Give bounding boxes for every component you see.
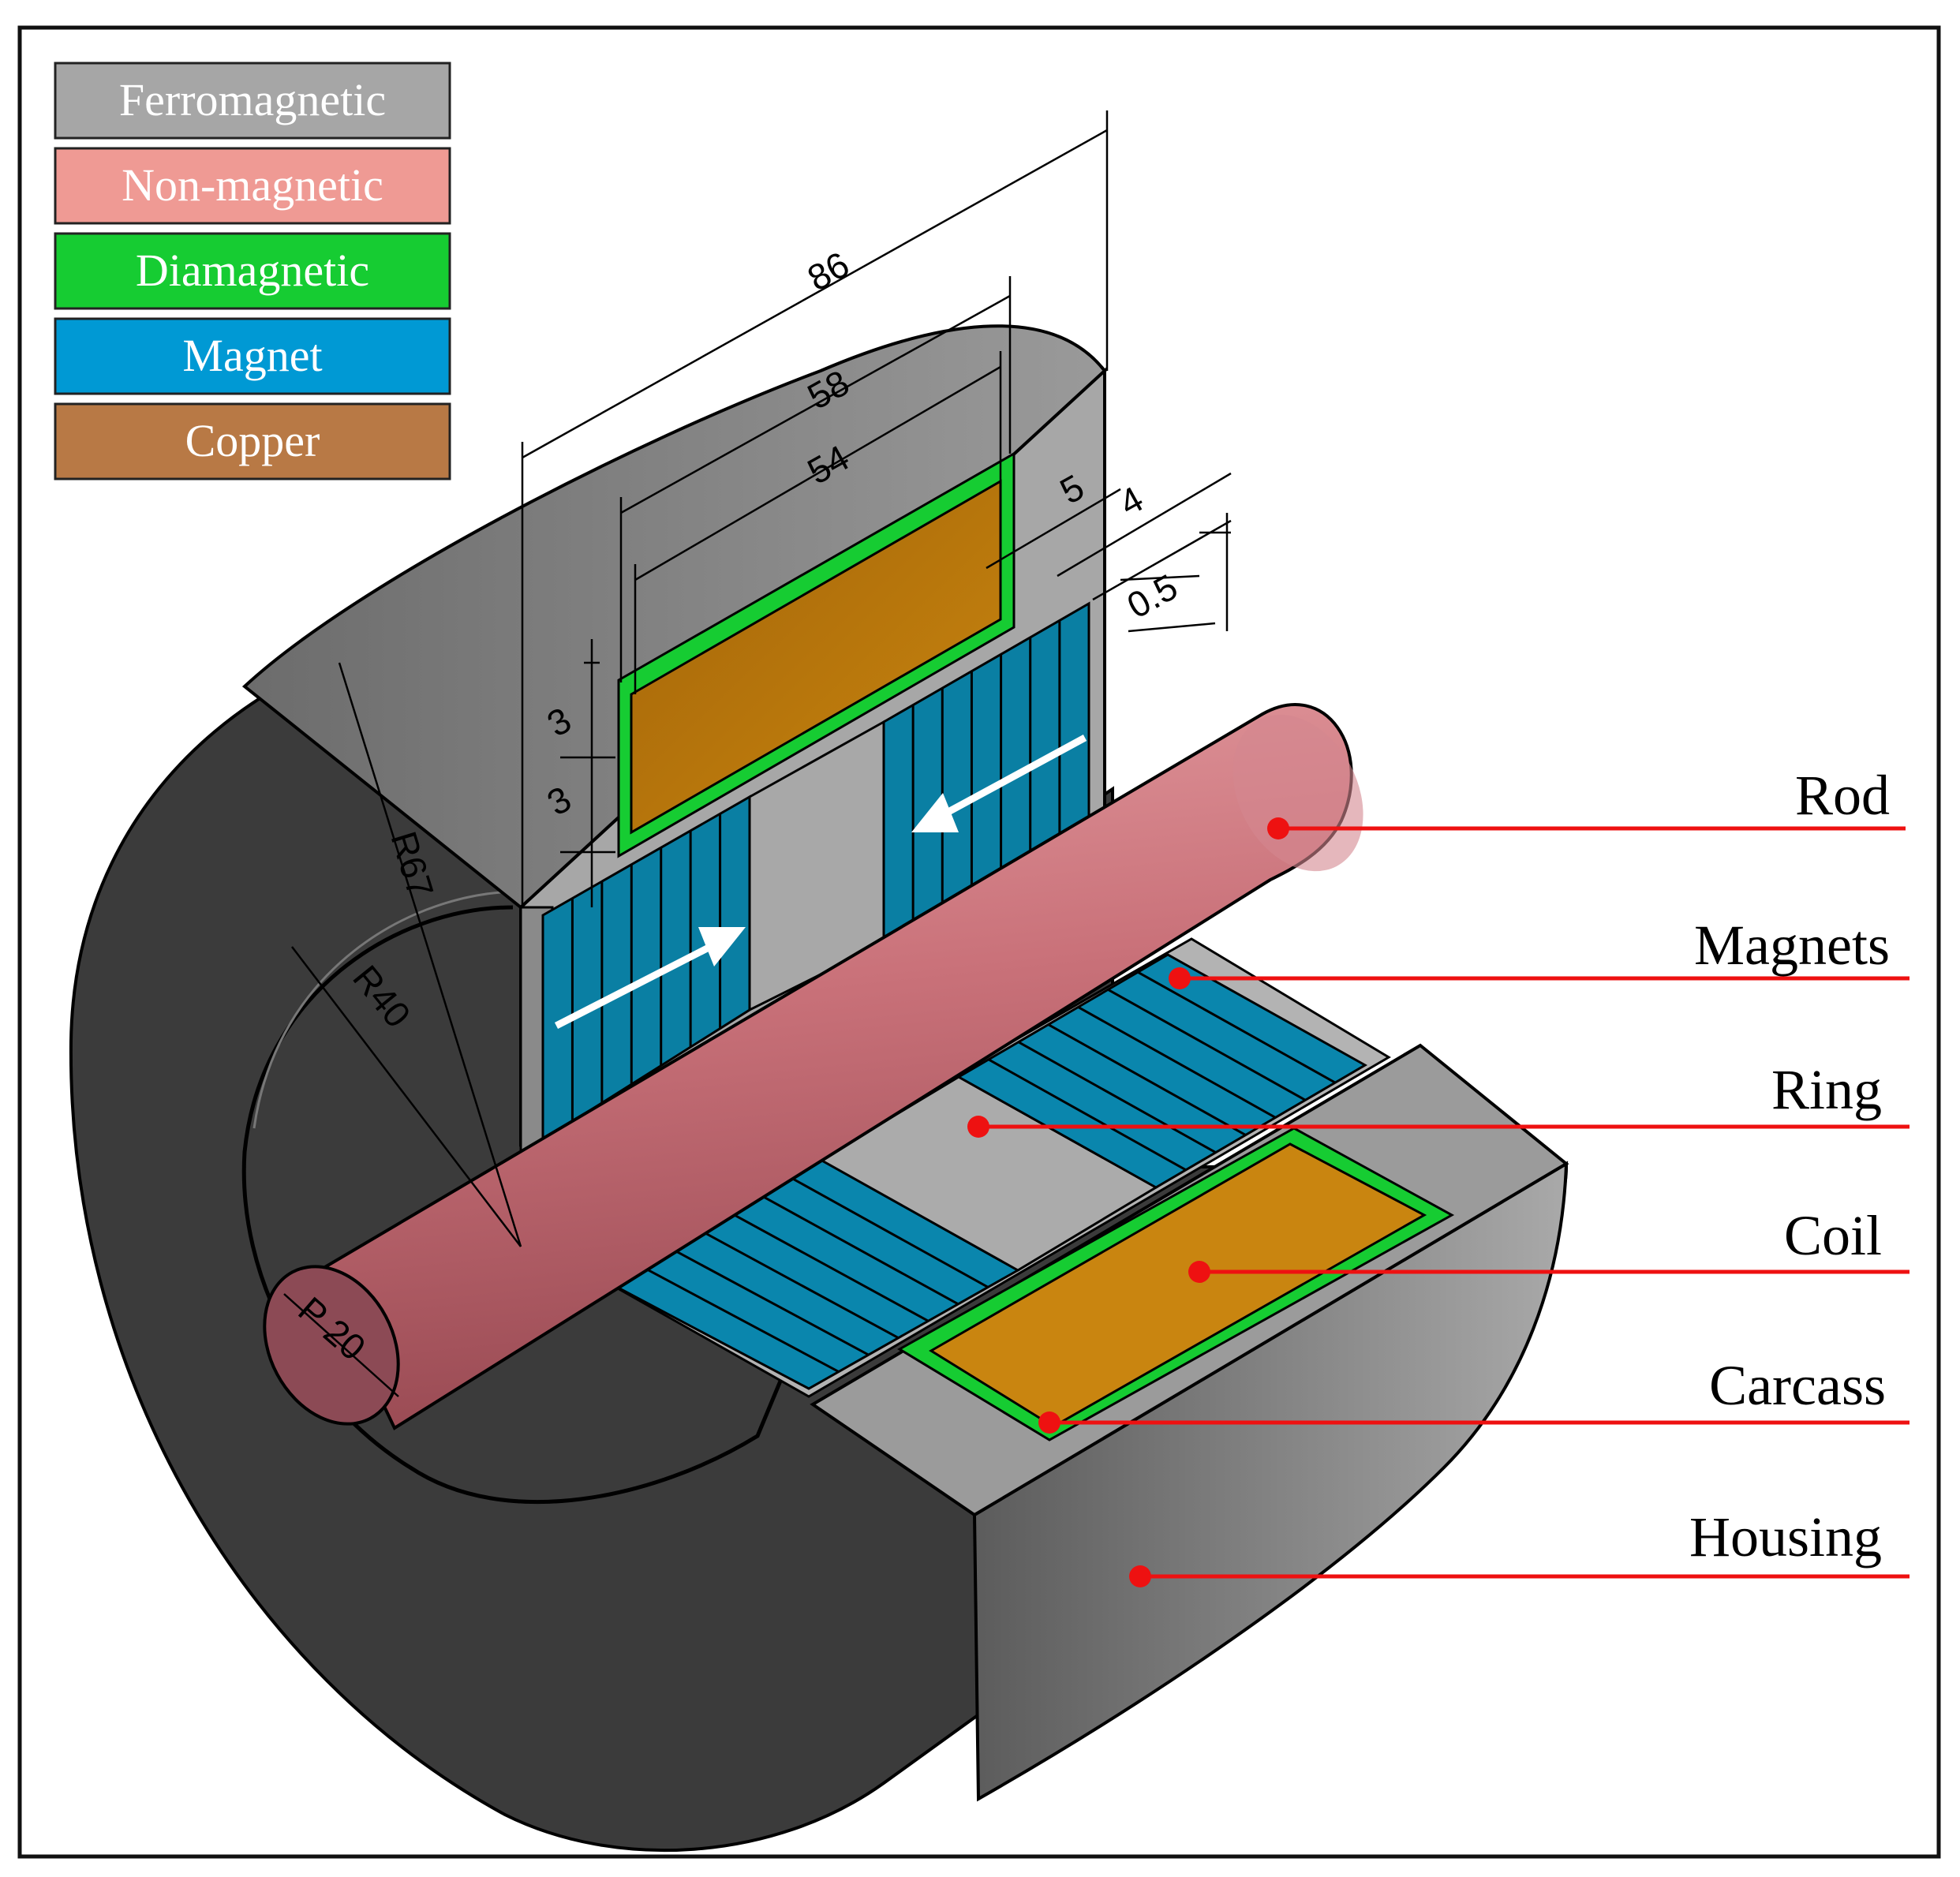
callout-magnets: Magnets bbox=[1169, 914, 1910, 989]
callout-coil: Coil bbox=[1188, 1204, 1910, 1283]
magnet-divider bbox=[1137, 970, 1336, 1084]
dimension-lines bbox=[283, 110, 1232, 1397]
magnet-divider bbox=[637, 1263, 840, 1373]
callout-dot-magnets bbox=[1169, 967, 1191, 989]
dim-4: 4 bbox=[1113, 478, 1150, 524]
housing-top-face bbox=[241, 324, 1107, 910]
housing-bore-edge-2 bbox=[252, 890, 522, 1129]
magnet-divider bbox=[728, 1211, 930, 1322]
callout-label-rod: Rod bbox=[1795, 764, 1890, 827]
callout-dot-rod bbox=[1267, 817, 1289, 839]
figure-frame bbox=[17, 25, 1941, 1859]
legend-swatch-magnet bbox=[54, 317, 451, 395]
legend-non-magnetic: Non-magnetic bbox=[54, 147, 451, 225]
magnet-divider bbox=[1107, 988, 1307, 1101]
legend-label-diamagnetic: Diamagnetic bbox=[136, 245, 369, 296]
dim-0-5: 0.5 bbox=[1120, 566, 1184, 626]
legend-swatch-diamagnetic bbox=[54, 232, 451, 310]
coil-upper bbox=[630, 479, 1002, 835]
callout-label-ring: Ring bbox=[1771, 1058, 1882, 1121]
callout-dot-carcass bbox=[1038, 1411, 1060, 1434]
rod-far-end bbox=[1232, 714, 1363, 872]
callout-label-magnets: Magnets bbox=[1694, 914, 1890, 977]
magnet-lower-dividers bbox=[637, 970, 1336, 1373]
legend-label-ferromagnetic: Ferromagnetic bbox=[119, 74, 386, 125]
magnet-divider bbox=[1077, 1006, 1277, 1119]
callout-carcass: Carcass bbox=[1038, 1354, 1910, 1434]
legend-label-copper: Copper bbox=[185, 415, 320, 466]
housing-outer-face bbox=[972, 1161, 1569, 1802]
magnet-divider bbox=[988, 1058, 1187, 1172]
magnets-lower-right bbox=[956, 953, 1368, 1189]
callouts: Rod Magnets Ring Coil Carcass Housing bbox=[967, 764, 1910, 1587]
callout-ring: Ring bbox=[967, 1058, 1910, 1138]
coil-lower bbox=[929, 1142, 1427, 1428]
legend-copper: Copper bbox=[54, 402, 451, 480]
dim-86: 86 bbox=[801, 243, 856, 298]
legend-swatch-ferromagnetic bbox=[54, 62, 451, 140]
callout-dot-housing bbox=[1129, 1565, 1151, 1587]
lower-section bbox=[597, 937, 1455, 1441]
magnet-upper-dividers bbox=[570, 620, 1061, 1122]
callout-label-coil: Coil bbox=[1784, 1204, 1882, 1267]
legend-ferromagnetic: Ferromagnetic bbox=[54, 62, 451, 140]
legend-diamagnetic: Diamagnetic bbox=[54, 232, 451, 310]
upper-section bbox=[541, 451, 1090, 1142]
callout-label-carcass: Carcass bbox=[1709, 1354, 1886, 1417]
flux-arrow-left bbox=[911, 735, 1087, 832]
legend-label-magnet: Magnet bbox=[182, 330, 322, 381]
callout-label-housing: Housing bbox=[1689, 1505, 1882, 1569]
callout-dot-ring bbox=[967, 1116, 989, 1138]
magnet-divider bbox=[668, 1246, 870, 1356]
callout-rod: Rod bbox=[1267, 764, 1906, 839]
legend-swatch-copper bbox=[54, 402, 451, 480]
magnet-divider bbox=[789, 1176, 989, 1288]
legend-label-non-magnetic: Non-magnetic bbox=[122, 159, 383, 211]
flux-arrow-right bbox=[554, 927, 746, 1030]
legend: Ferromagnetic Non-magnetic Diamagnetic M… bbox=[54, 62, 451, 480]
callout-dot-coil bbox=[1188, 1261, 1210, 1283]
legend-magnet: Magnet bbox=[54, 317, 451, 395]
magnet-divider bbox=[759, 1193, 959, 1306]
magnet-divider bbox=[698, 1228, 900, 1340]
magnet-divider bbox=[1017, 1041, 1217, 1154]
callout-housing: Housing bbox=[1129, 1505, 1910, 1587]
magnet-divider bbox=[1047, 1023, 1247, 1136]
legend-swatch-non-magnetic bbox=[54, 147, 451, 225]
